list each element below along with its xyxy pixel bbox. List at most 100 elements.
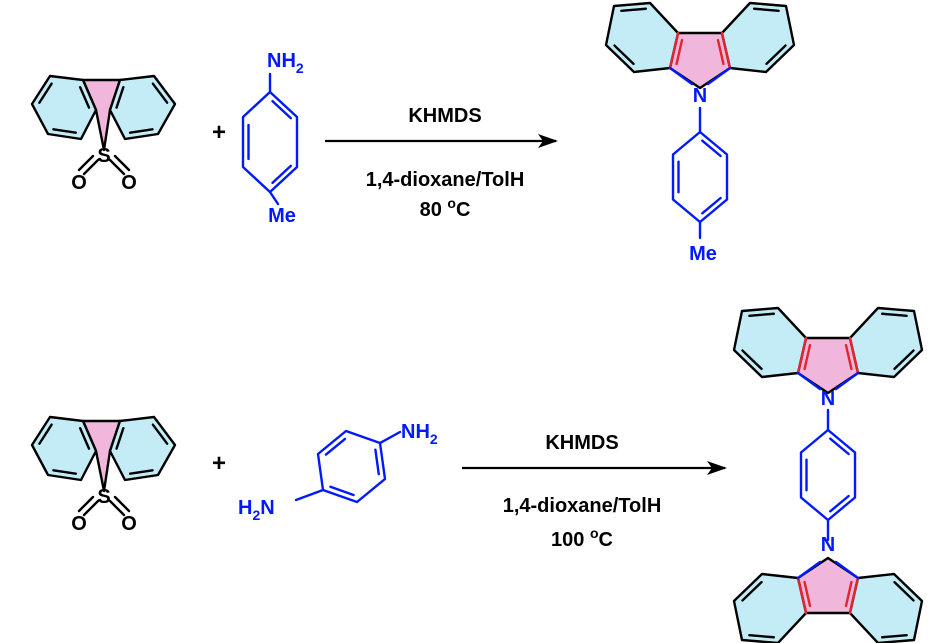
benzene-ring-left [30,74,98,141]
benzene-ring-right-double-bond [115,85,125,109]
dibenzothiophene-dioxide-2 [30,415,177,517]
red-bond-left [796,576,808,615]
carbazole-benzene-left-double-bond [748,312,776,317]
sulfonyl-bond-right-second [113,495,131,513]
plus-sign-2: + [212,450,226,477]
carbazole-benzene-left-double-bond [748,634,776,639]
carbazole-benzene-right-double-bond [752,7,780,12]
red-double-bond-right [716,38,725,66]
carbazole-benzene-right-double-bond [880,634,908,639]
phenylenediamine-ring [316,429,387,504]
benzene-ring-right [108,415,177,482]
carbazole-benzene-right-double-bond [893,580,915,602]
red-bond-right [848,576,860,615]
phenylenediamine-ring-double-bond [329,485,355,497]
carbazole-benzene-right-double-bond [765,44,787,66]
oxygen-label-right: O [121,513,137,535]
pyrrole-ring [668,31,732,90]
product-nitrogen-bottom-label: N [821,534,835,556]
benzene-ring-right-double-bond [128,128,154,134]
product-methyl-label: Me [689,243,717,265]
p-toluidine [241,72,299,206]
sulfonyl-bond-right-second [113,154,131,172]
product-nitrogen-top-label: N [821,388,835,410]
carbazole-benzene-left [732,572,808,643]
sulfonyl-bond-left-second [77,154,95,172]
n-bond-left [668,66,694,86]
sulfur-label: S [97,145,110,167]
carbazole-benzene-right [848,572,924,643]
toluidine-ring [241,90,299,194]
central-phenylene-ring-double-bond [829,437,850,456]
amine-bond-left [294,488,325,502]
red-bond-left [796,336,808,375]
benzene-ring-left-double-bond [78,86,91,109]
product-nitrogen-label: N [693,85,707,107]
phenylenediamine-ring-double-bond [374,448,380,476]
dibenzothiophene-dioxide-1 [30,74,177,176]
n-bond-right [834,371,860,391]
reagent-label-1: KHMDS [408,105,481,127]
bis-carbazolyl-benzene [732,306,924,643]
red-double-bond-right [844,580,853,608]
carbazole-benzene-left-double-bond [741,349,763,371]
benzene-ring-right-double-bond [151,82,169,104]
solvent-label-1: 1,4-dioxane/TolH [366,169,525,191]
benzene-ring-left-double-bond [38,423,53,445]
reaction-1: S O O + NH2 Me KHMDS 1,4-dioxane/TolH 80… [30,1,796,265]
tolyl-ring-double-bond [701,139,722,158]
carbazole-benzene-left-double-bond [620,7,648,12]
sulfur-label: S [97,486,110,508]
red-bond-right [848,336,860,375]
carbazole-benzene-left-double-bond [741,580,763,602]
pyrrole-ring [796,556,860,615]
carbazole-benzene-right [848,306,924,379]
carbazole-benzene-left [732,306,808,379]
benzene-ring-left-double-bond [52,469,78,475]
n-bond-right [834,560,860,580]
benzene-ring-right-double-bond [115,426,125,450]
central-phenylene-ring-double-bond [829,494,850,513]
red-double-bond-right [844,343,853,371]
plus-sign-1: + [212,119,226,146]
carbazole-benzene-right [720,1,796,74]
oxygen-label-right: O [121,172,137,194]
red-double-bond-left [675,38,684,66]
reagent-label-2: KHMDS [545,432,618,454]
benzene-ring-right [108,74,177,141]
pyrrole-ring [796,336,860,395]
tolyl-ring [671,130,729,224]
oxygen-label-left: O [71,513,87,535]
red-bond-left [668,31,680,70]
n-bond-right [706,66,732,86]
sulfonyl-labels-1: S O O [71,145,137,194]
amine-label-right: NH2 [401,421,438,447]
temperature-label-2: 100 oC [551,525,613,551]
benzene-ring-left-double-bond [38,82,53,104]
carbazole-benzene-right-double-bond [880,312,908,317]
p-phenylenediamine [294,429,402,504]
sulfonyl-bond-left [82,158,100,176]
red-bond-right [720,31,732,70]
oxygen-label-left: O [71,172,87,194]
temperature-label-1: 80 oC [420,195,471,221]
red-double-bond-left [803,580,812,608]
amine-label: NH2 [267,50,304,76]
methyl-bond [268,190,280,206]
n-bond-left [796,560,822,580]
benzene-ring-right-double-bond [151,423,169,445]
tolyl-ring-double-bond [701,196,722,215]
toluidine-ring-double-bond [271,164,293,185]
amine-label-left: H2N [238,497,275,523]
sulfonyl-bond-right [108,499,126,517]
reaction-2: S O O + NH2 H2N KHMDS 1,4-dioxane/TolH 1… [30,306,924,643]
n-bond-left [796,371,822,391]
central-phenylene-ring [799,428,857,522]
carbazole-benzene-left-double-bond [613,44,635,66]
methyl-label: Me [268,205,296,227]
toluidine-ring-double-bond [271,99,293,120]
n-tolyl-carbazole [604,1,796,240]
carbazole-benzene-left [604,1,680,74]
benzene-ring-left [30,415,98,482]
